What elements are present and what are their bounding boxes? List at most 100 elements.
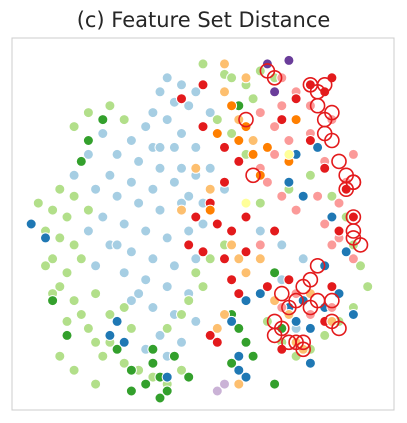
scatter-point [276, 114, 288, 126]
scatter-point [75, 253, 87, 265]
scatter-point [68, 295, 80, 307]
scatter-point [161, 114, 173, 126]
scatter-point [183, 225, 195, 237]
scatter-point [226, 239, 238, 251]
scatter-point [168, 141, 180, 153]
scatter-point [97, 128, 109, 139]
scatter-point [176, 336, 187, 348]
scatter-point [233, 253, 245, 265]
scatter-point [176, 364, 187, 376]
highlight-ring [238, 111, 254, 128]
scatter-point [240, 197, 252, 209]
scatter-point [219, 58, 230, 70]
scatter-point [269, 121, 281, 133]
scatter-point [183, 190, 195, 202]
scatter-point [54, 232, 66, 244]
scatter-point [226, 128, 238, 139]
highlight-ring [273, 285, 290, 302]
scatter-point [276, 343, 288, 355]
scatter-point [25, 218, 37, 230]
scatter-point [68, 190, 80, 202]
scatter-point [154, 329, 166, 341]
scatter-point [68, 364, 80, 376]
scatter-point [254, 253, 266, 265]
scatter-point [304, 169, 316, 181]
scatter-point [254, 288, 266, 300]
scatter-point [326, 239, 338, 251]
scatter-point [190, 211, 202, 223]
scatter-point [125, 295, 137, 307]
points-layer [25, 54, 374, 404]
scatter-point [190, 162, 202, 174]
scatter-point [111, 239, 123, 251]
scatter-point [118, 267, 130, 279]
scatter-point [168, 350, 180, 362]
scatter-point [168, 176, 180, 188]
scatter-point [211, 336, 223, 348]
scatter-point [347, 211, 359, 223]
scatter-point [276, 239, 288, 251]
scatter-point [326, 190, 338, 202]
scatter-point [118, 357, 130, 369]
highlight-ring [288, 292, 304, 309]
scatter-point [276, 322, 288, 334]
scatter-point [90, 183, 102, 195]
scatter-point [276, 190, 288, 202]
scatter-point [355, 260, 366, 272]
scatter-point [82, 322, 94, 334]
highlight-ring [302, 299, 319, 316]
scatter-point [125, 322, 137, 334]
scatter-point [347, 309, 359, 320]
scatter-point [197, 58, 209, 70]
scatter-point [254, 239, 266, 251]
scatter-point [47, 204, 59, 216]
scatter-point [326, 315, 338, 327]
scatter-point [326, 72, 338, 84]
scatter-point [190, 253, 202, 265]
scatter-point [304, 322, 316, 334]
scatter-point [240, 211, 252, 223]
scatter-point [54, 281, 66, 293]
scatter-point [211, 322, 223, 334]
scatter-point [240, 72, 252, 84]
scatter-point [226, 72, 238, 84]
highlight-ring [324, 132, 340, 149]
scatter-point [133, 155, 145, 167]
scatter-point [347, 148, 359, 160]
scatter-point [226, 225, 238, 237]
scatter-point [283, 148, 295, 160]
scatter-point [247, 148, 259, 160]
scatter-point [147, 253, 159, 265]
scatter-point [197, 218, 209, 230]
scatter-point [118, 336, 130, 348]
highlight-ring [309, 97, 326, 114]
scatter-point [204, 162, 216, 174]
scatter-point [269, 267, 281, 279]
scatter-point [183, 295, 195, 307]
scatter-point [154, 204, 166, 216]
scatter-point [154, 86, 166, 98]
scatter-point [40, 232, 51, 244]
scatter-point [176, 204, 187, 216]
scatter-point [276, 100, 288, 112]
scatter-point [190, 315, 202, 327]
highlight-ring [245, 167, 261, 184]
scatter-point [133, 288, 145, 300]
scatter-point [211, 114, 223, 126]
scatter-point [269, 225, 281, 237]
scatter-point [118, 218, 130, 230]
scatter-point [147, 107, 159, 119]
scatter-point [140, 274, 152, 286]
scatter-point [147, 357, 159, 369]
scatter-point [197, 246, 209, 258]
scatter-point [111, 190, 123, 202]
scatter-point [247, 350, 259, 362]
scatter-point [297, 190, 309, 202]
scatter-point [290, 114, 302, 126]
scatter-point [362, 281, 374, 293]
scatter-point [269, 86, 281, 98]
highlight-ring [324, 104, 340, 121]
scatter-point [97, 350, 109, 362]
scatter-point [340, 246, 352, 258]
